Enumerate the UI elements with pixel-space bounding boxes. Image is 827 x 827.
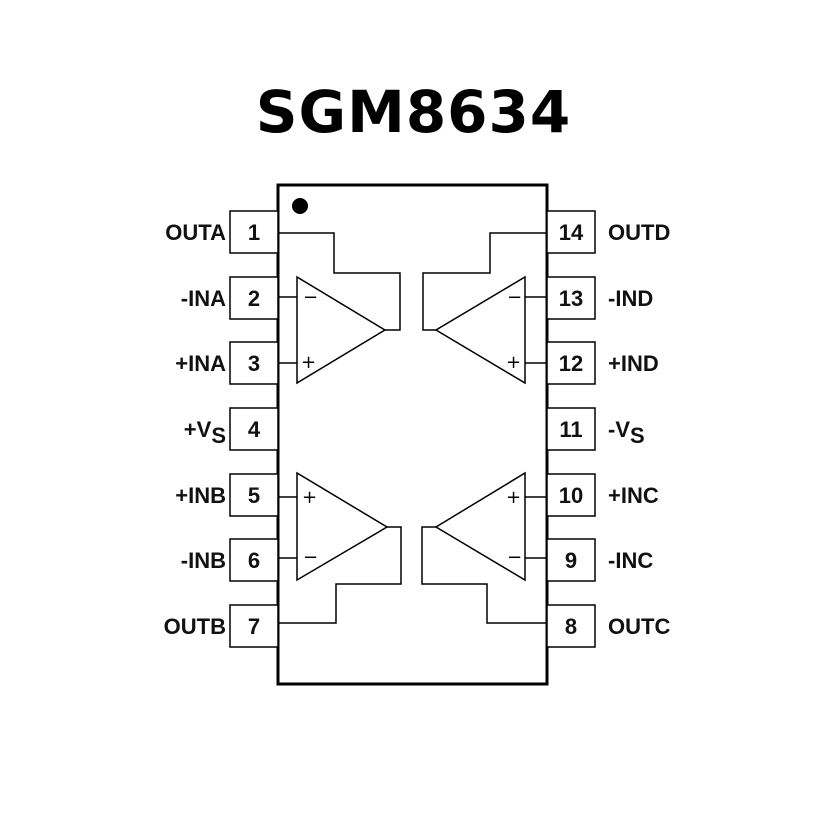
- ic-package: [276, 183, 549, 686]
- chip-title: SGM8634: [255, 78, 572, 146]
- pin-number: 12: [559, 351, 583, 376]
- pin-number: 6: [248, 548, 260, 573]
- op-amp-a-noninv-sign: +: [301, 352, 316, 373]
- pin-box: [229, 407, 279, 451]
- op-amp-b-noninv-sign: +: [302, 487, 317, 508]
- pin-number: 8: [565, 614, 577, 639]
- op-amp-a-inv-sign: −: [303, 287, 318, 308]
- pin-number: 11: [559, 417, 582, 442]
- op-amp-a-feedback: [278, 232, 401, 331]
- pin-label: OUTD: [608, 220, 670, 245]
- pin-box: [229, 538, 279, 582]
- pin-label: +INA: [175, 351, 226, 376]
- pin-1: 1 OUTA: [165, 210, 279, 254]
- pin-2: 2 -INA: [181, 276, 279, 320]
- pin-label: -INC: [608, 548, 653, 573]
- op-amp-c-triangle: [434, 471, 526, 582]
- pin-box: [546, 604, 596, 648]
- op-amp-d-noninv-sign: +: [506, 352, 521, 373]
- op-amp-b-inv-sign: −: [303, 547, 318, 568]
- op-amp-d: [422, 232, 547, 385]
- pin-number: 5: [248, 483, 260, 508]
- pin-box: [229, 341, 279, 385]
- pin-box: [546, 407, 596, 451]
- pin-9: 9 -INC: [546, 538, 653, 582]
- pins-left: 1 OUTA 2 -INA 3 +INA 4 +VS 5 +INB 6 -INB 7 OUTB: [164, 210, 279, 648]
- op-amp-c-feedback: [421, 526, 547, 624]
- pin-box: [546, 276, 596, 320]
- pin-label: -VS: [608, 417, 645, 448]
- pins-right: 14 OUTD 13 -IND 12 +IND 11 -VS 10 +INC 9 -INC 8 OUTC: [546, 210, 670, 648]
- pin-box: [229, 210, 279, 254]
- pin-label: -INB: [181, 548, 226, 573]
- pin-14: 14 OUTD: [546, 210, 670, 254]
- op-amp-d-triangle: [434, 275, 526, 385]
- op-amp-a: [278, 232, 401, 385]
- op-amp-c-noninv-sign: +: [506, 487, 521, 508]
- pin-13: 13 -IND: [546, 276, 653, 320]
- pin-label: OUTB: [164, 614, 226, 639]
- pin-3: 3 +INA: [175, 341, 279, 385]
- pin-10: 10 +INC: [546, 473, 659, 517]
- pin-label: +IND: [608, 351, 659, 376]
- pin-label: OUTA: [165, 220, 226, 245]
- pin-number: 4: [248, 417, 261, 442]
- pin-number: 7: [248, 614, 260, 639]
- pin-box: [546, 473, 596, 517]
- pin-label: OUTC: [608, 614, 670, 639]
- pin-number: 1: [248, 220, 260, 245]
- pin-number: 3: [248, 351, 260, 376]
- pin-7: 7 OUTB: [164, 604, 279, 648]
- pin-number: 9: [565, 548, 577, 573]
- pin-number: 14: [559, 220, 584, 245]
- op-amp-a-triangle: [296, 275, 387, 385]
- pin-11: 11 -VS: [546, 407, 645, 451]
- op-amp-b-feedback: [278, 526, 402, 624]
- pin-label: -IND: [608, 286, 653, 311]
- pin-number: 2: [248, 286, 260, 311]
- pin-label: +INC: [608, 483, 659, 508]
- op-amp-d-feedback: [422, 232, 547, 331]
- pin-number: 10: [559, 483, 583, 508]
- pin-box: [546, 210, 596, 254]
- pin-box: [229, 276, 279, 320]
- pin-4: 4 +VS: [184, 407, 279, 451]
- pin1-indicator-dot: [292, 198, 308, 214]
- op-amp-c-inv-sign: −: [507, 547, 522, 568]
- op-amp-d-inv-sign: −: [507, 287, 522, 308]
- pin-box: [546, 538, 596, 582]
- pin-label: +INB: [175, 483, 226, 508]
- pin-5: 5 +INB: [175, 473, 279, 517]
- pin-label: +VS: [184, 417, 226, 448]
- op-amp-b: [278, 471, 402, 624]
- pin-label: -INA: [181, 286, 226, 311]
- op-amp-c: [421, 471, 547, 624]
- pin-8: 8 OUTC: [546, 604, 670, 648]
- pin-12: 12 +IND: [546, 341, 659, 385]
- pin-box: [229, 473, 279, 517]
- pin-number: 13: [559, 286, 583, 311]
- pin-6: 6 -INB: [181, 538, 279, 582]
- pin-box: [229, 604, 279, 648]
- op-amp-b-triangle: [296, 471, 389, 582]
